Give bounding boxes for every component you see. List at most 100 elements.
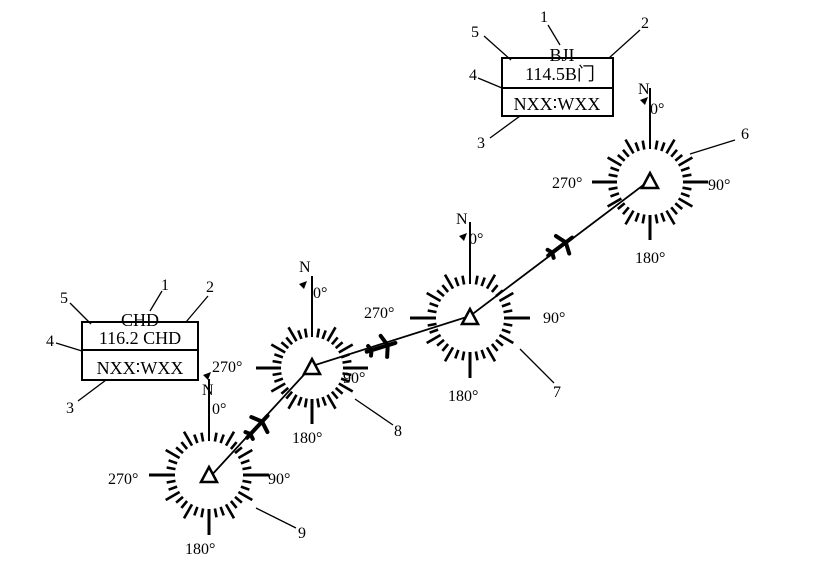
leader-1-number: 1	[540, 9, 548, 26]
rose-tick	[273, 377, 284, 383]
rose-tick	[677, 156, 694, 167]
rose-tick	[503, 309, 513, 314]
route-line	[208, 179, 651, 479]
rose-tick	[168, 459, 178, 465]
leader-3	[77, 379, 107, 402]
rose-tick	[427, 309, 437, 314]
rose-tick	[426, 291, 442, 303]
rose-tick	[285, 390, 294, 400]
callout-leader	[519, 348, 555, 384]
rose-tick	[270, 382, 286, 393]
rose-tick	[616, 202, 626, 210]
rose-tick	[634, 212, 640, 222]
rose-tick	[454, 277, 460, 287]
rose-tick	[498, 291, 514, 303]
leader-2	[608, 29, 641, 59]
rose-tick	[624, 138, 635, 155]
rose-tick	[165, 448, 181, 460]
rose-tick	[436, 338, 445, 347]
rose-tick	[326, 394, 337, 410]
rose-tick	[334, 386, 344, 395]
rose-tick	[634, 142, 640, 152]
rose-tick	[166, 479, 176, 484]
deg-270-label: 270°	[108, 471, 138, 488]
box-frequency: 116.2 CHD	[99, 328, 181, 348]
callout-number: 8	[394, 423, 402, 440]
rose-tick	[660, 212, 666, 222]
rose-tick	[474, 351, 479, 361]
rose-tick	[193, 506, 199, 516]
rose-tick	[461, 275, 466, 285]
deg-180-label: 180°	[185, 541, 215, 558]
box-coordinates: NXX∶WXX	[97, 358, 184, 378]
rose-tick	[338, 343, 354, 354]
rose-tick	[616, 154, 626, 162]
leader-1-number: 1	[161, 277, 169, 294]
north-flag-icon	[299, 281, 307, 289]
compass-rose-1: N 0° 90° 180° 270° 9	[108, 372, 306, 558]
rose-tick	[334, 341, 344, 350]
station-triangle-icon	[639, 170, 661, 190]
leader-3-number: 3	[66, 400, 74, 417]
rose-tick	[441, 343, 450, 352]
station-triangle-icon	[301, 356, 323, 376]
leader-3-number: 3	[477, 135, 485, 152]
rose-tick	[680, 166, 690, 172]
rose-tick	[242, 479, 252, 484]
rose-tick	[441, 284, 450, 293]
rose-tick	[654, 140, 659, 150]
rose-tick	[280, 341, 290, 350]
leader-5	[483, 35, 512, 61]
rose-tick	[608, 186, 618, 191]
rose-tick	[180, 441, 189, 450]
deg-90-label: 90°	[268, 471, 290, 488]
aircraft-icon	[545, 234, 575, 260]
callout-number: 6	[741, 126, 749, 143]
rose-tick	[175, 446, 184, 455]
rose-tick	[229, 441, 238, 450]
callout-number: 9	[298, 525, 306, 542]
info-box-bji: BJI 114.5B门 NXX∶WXX 1 2 3 4 5	[469, 9, 649, 152]
rose-tick	[498, 333, 514, 345]
rose-tick	[340, 377, 351, 383]
rose-tick	[165, 490, 181, 502]
rose-tick	[219, 506, 225, 516]
rose-tick	[229, 500, 238, 509]
north-flag-icon	[459, 233, 467, 241]
rose-tick	[426, 333, 442, 345]
compass-rose-4: N 0° 90° 180° 270° 6	[552, 81, 749, 267]
rose-tick	[297, 396, 303, 407]
rose-tick	[436, 289, 445, 298]
deg-0-label: 0°	[469, 231, 483, 248]
box-identifier: CHD	[121, 310, 159, 330]
rose-tick	[182, 431, 194, 447]
deg-270-label: 270°	[552, 175, 582, 192]
rose-tick	[213, 432, 218, 442]
leader-4-number: 4	[469, 67, 477, 84]
rose-tick	[495, 289, 504, 298]
rose-tick	[654, 214, 659, 224]
deg-0-label: 0°	[212, 401, 226, 418]
rose-tick	[180, 500, 189, 509]
rose-tick	[610, 192, 620, 198]
north-flag-icon	[640, 97, 648, 105]
rose-tick	[219, 434, 225, 444]
box-identifier: BJI	[549, 45, 574, 65]
rose-tick	[175, 495, 184, 504]
rose-tick	[224, 431, 236, 447]
rose-tick	[670, 148, 678, 158]
deg-90-label: 90°	[708, 177, 730, 194]
rose-tick	[237, 448, 253, 460]
flight-track	[208, 179, 651, 479]
leader-2-number: 2	[641, 15, 649, 32]
rose-tick	[427, 322, 437, 327]
rose-tick	[234, 495, 243, 504]
leader-5-number: 5	[60, 290, 68, 307]
rose-tick	[280, 386, 290, 395]
north-flag-icon	[203, 372, 211, 380]
rose-tick	[224, 503, 236, 519]
rose-tick	[474, 275, 479, 285]
north-label: N	[638, 81, 650, 98]
